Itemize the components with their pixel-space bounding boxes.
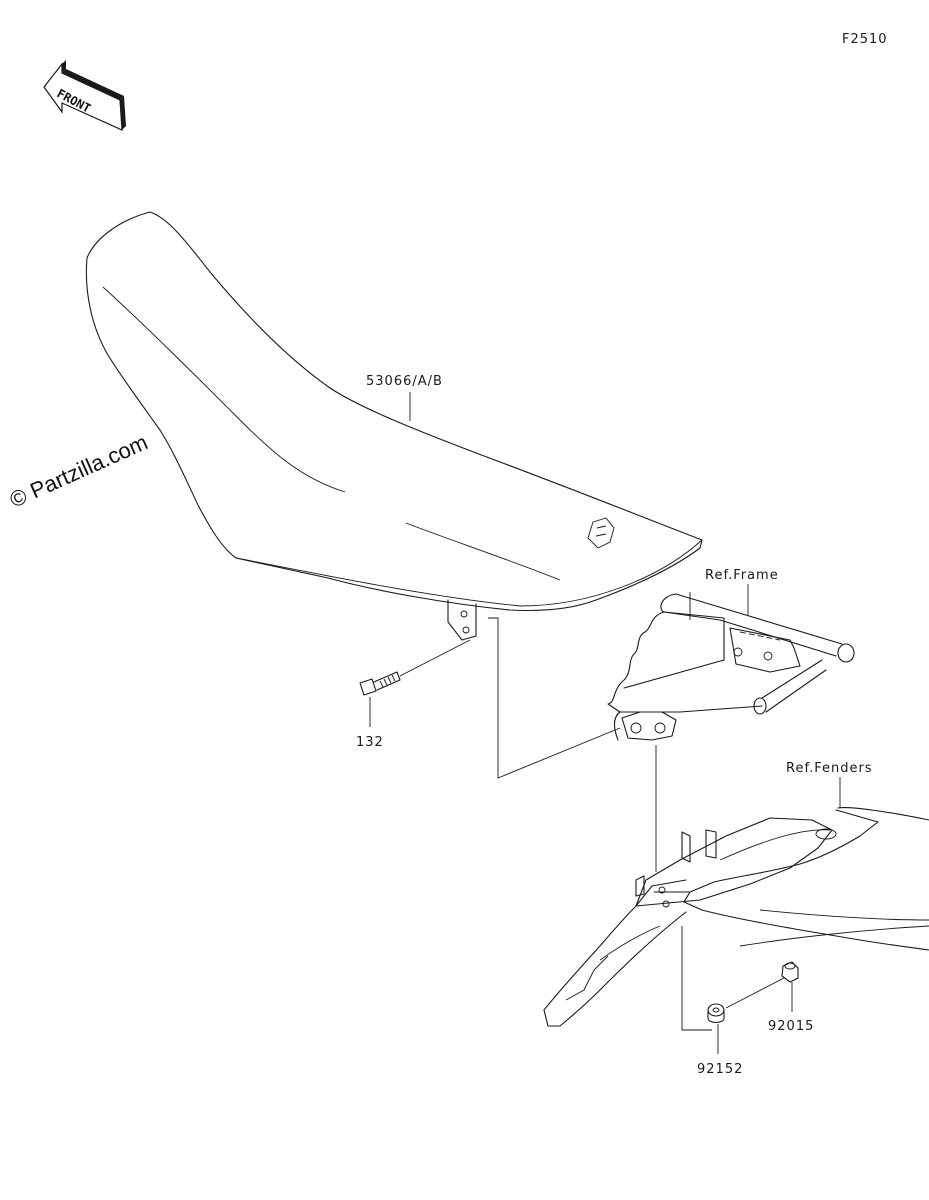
fender-mount-assembly-line bbox=[681, 926, 712, 1031]
frame-reference-drawing bbox=[607, 592, 855, 741]
bolt-to-tab-line bbox=[399, 639, 471, 677]
nut-part-drawing bbox=[781, 961, 799, 983]
bolt-part-drawing bbox=[359, 671, 401, 696]
seat-mount-assembly-line bbox=[488, 617, 621, 779]
nut-part-number: 92015 bbox=[768, 1019, 814, 1034]
diagram-id-label: F2510 bbox=[842, 32, 888, 47]
watermark-text: © Partzilla.com bbox=[6, 429, 152, 512]
bolt-part-number: 132 bbox=[356, 735, 384, 750]
front-direction-arrow-icon: FRONT bbox=[43, 60, 126, 131]
fenders-reference-drawing bbox=[543, 807, 929, 1027]
washer-part-number: 92152 bbox=[697, 1062, 743, 1077]
frame-reference-label: Ref.Frame bbox=[705, 568, 779, 583]
washer-part-drawing bbox=[707, 1003, 725, 1024]
seat-part-drawing bbox=[85, 211, 703, 641]
washer-to-nut-line bbox=[725, 977, 785, 1009]
fenders-reference-label: Ref.Fenders bbox=[786, 761, 873, 776]
seat-part-number: 53066/A/B bbox=[366, 374, 443, 389]
